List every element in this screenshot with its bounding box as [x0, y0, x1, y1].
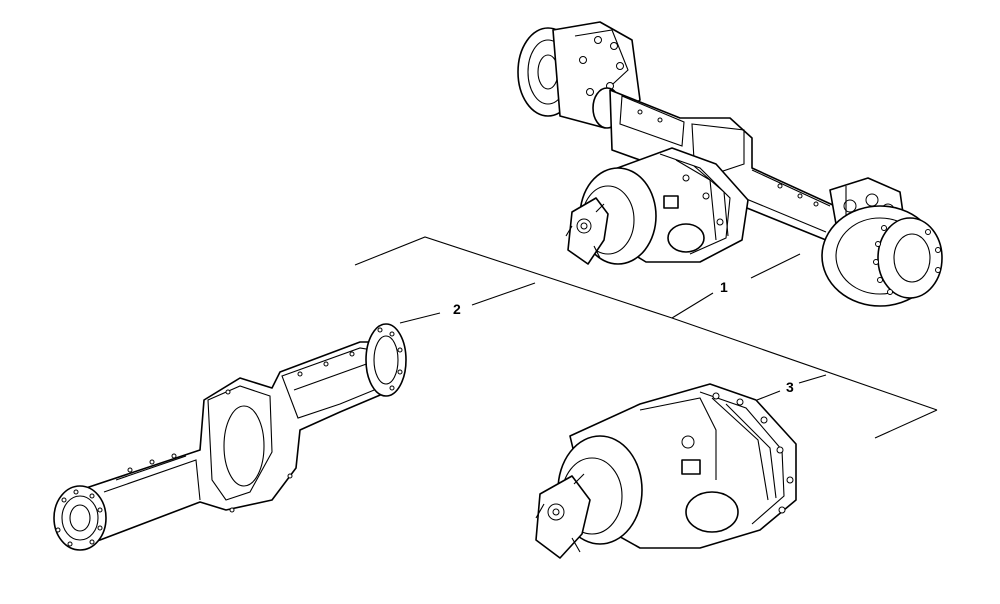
left-wheel-hub — [517, 21, 641, 129]
callout-2: 2 — [453, 301, 461, 317]
differential-unit — [535, 383, 797, 559]
callout-3: 3 — [786, 379, 794, 395]
leader-lines — [354, 236, 938, 439]
right-wheel-hub — [821, 177, 943, 307]
complete-axle-assembly — [517, 21, 943, 307]
callout-1: 1 — [720, 279, 728, 295]
axle-housing — [53, 323, 407, 551]
differential-housing — [565, 147, 749, 265]
